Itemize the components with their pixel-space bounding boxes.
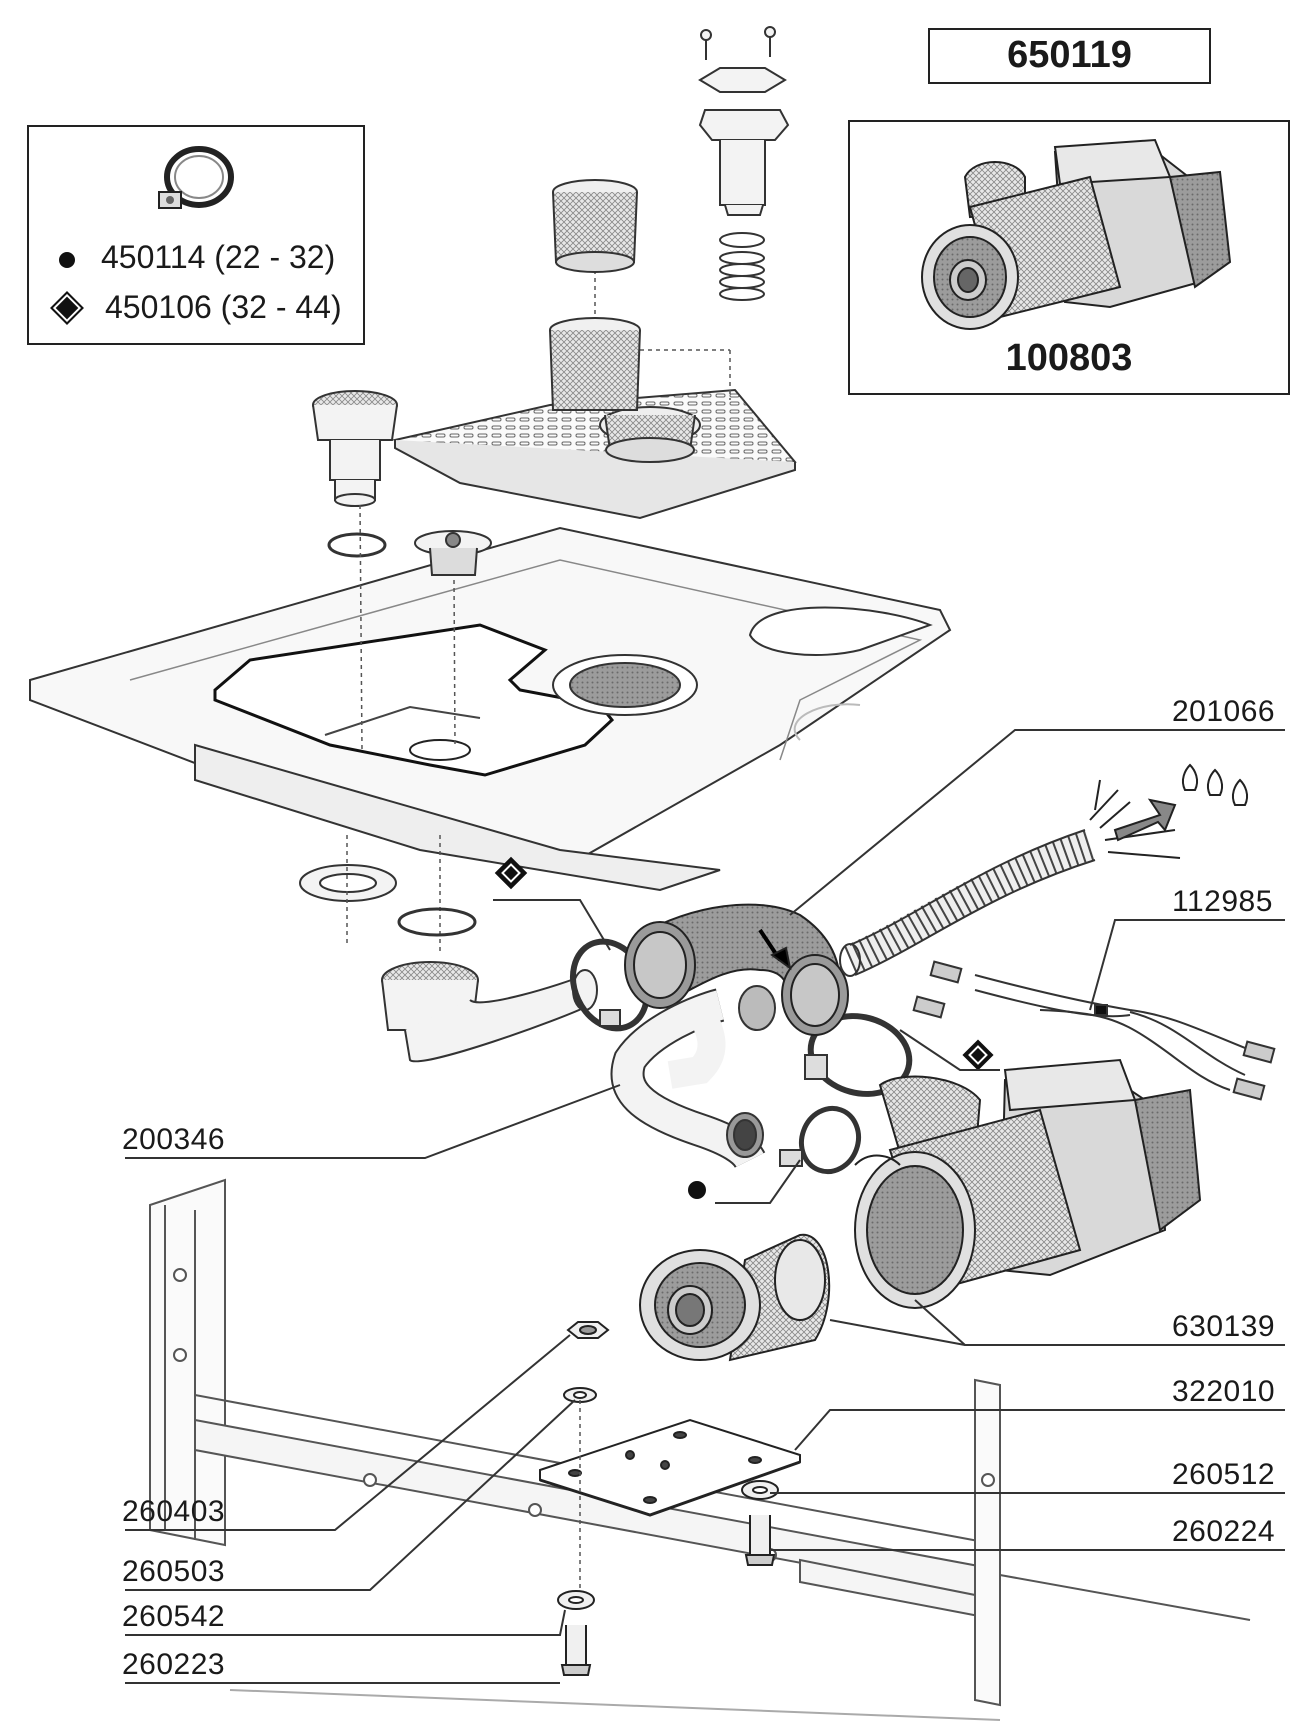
legend-row-large-clamp: 450106 (32 - 44) — [47, 289, 342, 326]
hose-clamps — [570, 938, 913, 1175]
callout-screw-left: 260223 — [122, 1648, 226, 1681]
diamond-marker-upper — [493, 856, 611, 951]
legend-small-clamp-text: 450114 (22 - 32) — [101, 239, 336, 275]
cable-harness — [912, 960, 1276, 1101]
drain-assembly — [299, 835, 598, 1063]
overflow-strainer — [312, 390, 398, 751]
spring-assembly — [698, 26, 790, 301]
pump-inset: 100803 — [848, 120, 1290, 395]
diamond-marker-lower — [899, 1029, 1000, 1071]
cabinet-frame — [149, 1178, 1251, 1721]
pump-part-number: 100803 — [1005, 337, 1133, 379]
callout-lock-washer: 260542 — [122, 1600, 226, 1633]
callout-hose-elbow: 201066 — [1172, 695, 1276, 728]
callout-nut-left: 260403 — [122, 1495, 226, 1528]
hose-clamp-icon — [158, 146, 234, 209]
mounting-plate — [539, 1418, 801, 1517]
filter-tray — [392, 270, 797, 520]
elbow-hose — [624, 903, 849, 1036]
legend-large-clamp-text: 450106 (32 - 44) — [105, 289, 342, 325]
callout-drain-tube: 200346 — [122, 1123, 226, 1156]
corrugated-hose — [839, 829, 1096, 977]
callout-leaders — [125, 729, 1285, 1684]
callout-washer-left: 260503 — [122, 1555, 226, 1588]
callout-pump-adapter: 630139 — [1172, 1310, 1276, 1343]
callout-mounting-plate: 322010 — [1172, 1375, 1276, 1408]
callout-cable: 112985 — [1172, 885, 1273, 918]
kit-number-box: 650119 — [928, 28, 1211, 84]
pump-inset-drawing — [921, 138, 1232, 330]
mesh-baskets — [549, 179, 641, 411]
kit-number: 650119 — [1007, 34, 1132, 76]
callout-washer-right: 260512 — [1172, 1458, 1276, 1491]
callout-screw-right: 260224 — [1172, 1515, 1276, 1548]
drain-plug — [414, 530, 492, 746]
dot-symbol-icon — [59, 252, 75, 268]
diamond-symbol-icon — [50, 291, 84, 325]
pump-adapter — [639, 1233, 831, 1362]
clamp-legend: 450114 (22 - 32) 450106 (32 - 44) — [27, 125, 365, 345]
fasteners — [557, 1321, 779, 1676]
legend-row-small-clamp: 450114 (22 - 32) — [47, 239, 335, 276]
sink-top — [29, 526, 952, 892]
drain-pump — [854, 1058, 1202, 1309]
drain-tube — [610, 985, 776, 1170]
water-spray-symbol — [1089, 763, 1249, 859]
dot-marker — [688, 1159, 801, 1204]
